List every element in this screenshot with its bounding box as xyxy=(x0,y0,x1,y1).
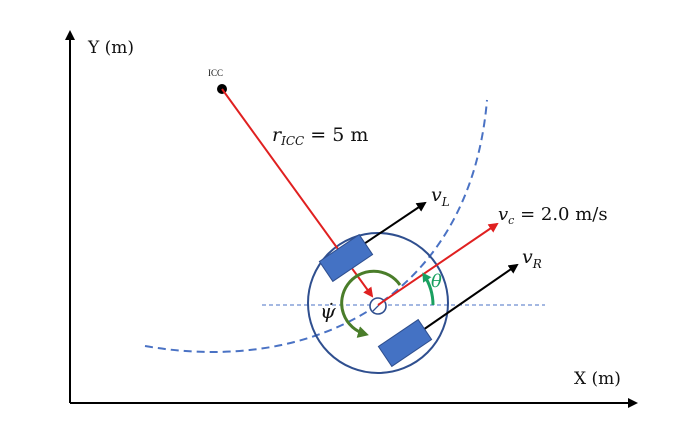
right-wheel-vector xyxy=(406,263,519,342)
psi-dot-label: ψ̇ xyxy=(320,299,336,323)
robot-body xyxy=(307,232,449,374)
velocity-vector xyxy=(377,222,499,306)
x-axis-label: X (m) xyxy=(574,369,621,389)
psi-dot-arc xyxy=(340,269,402,338)
v-c-label: vc = 2.0 m/s xyxy=(498,204,608,227)
icc-label: ICC xyxy=(208,68,223,78)
theta-arc xyxy=(422,272,435,306)
y-axis-label: Y (m) xyxy=(87,38,134,58)
v-l-label: vL xyxy=(431,184,450,209)
theta-label: θ xyxy=(431,271,442,292)
v-r-label: vR xyxy=(522,246,542,271)
r-icc-label: rICC = 5 m xyxy=(272,124,368,148)
left-wheel xyxy=(318,233,374,283)
right-wheel xyxy=(377,318,433,368)
